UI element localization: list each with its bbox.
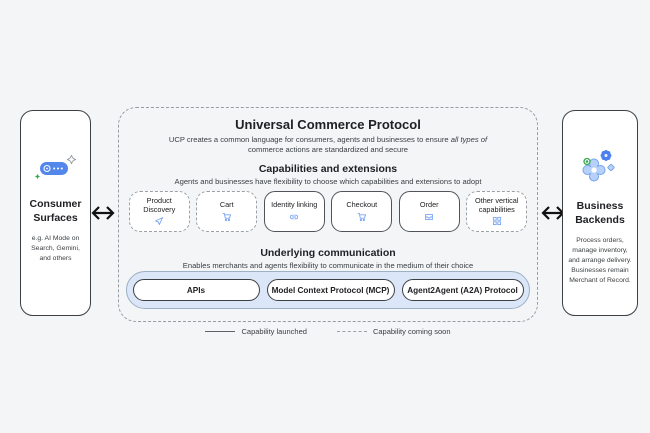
business-backends-panel: Business Backends Process orders, manage… [562, 110, 638, 316]
legend-dashed-line [336, 331, 367, 332]
business-backends-title: Business Backends [575, 200, 625, 227]
capability-identity-linking: Identity linking [263, 191, 325, 233]
gears-icon [580, 147, 620, 188]
capability-label: Product Discovery [143, 195, 176, 214]
consumer-surfaces-panel: Consumer Surfaces e.g. AI Mode on Search… [20, 110, 91, 316]
consumer-surfaces-subtitle: e.g. AI Mode on Search, Gemini, and othe… [31, 235, 80, 263]
pill-apis: APIs [132, 279, 260, 301]
ucp-subtitle-text2: commerce actions are standardized and se… [248, 145, 408, 155]
cart-icon [222, 212, 232, 222]
ucp-subtitle: UCP creates a common language for consum… [119, 135, 537, 155]
ucp-container: Universal Commerce Protocol UCP creates … [118, 107, 538, 322]
capability-label: Checkout [346, 200, 378, 210]
communication-subheading: Enables merchants and agents flexibility… [182, 261, 474, 271]
legend-coming-soon-label: Capability coming soon [372, 327, 451, 336]
grid-icon [492, 216, 502, 226]
ucp-title: Universal Commerce Protocol [235, 117, 421, 132]
legend: Capability launched Capability coming so… [118, 327, 538, 336]
ai-mode-icon [33, 153, 79, 186]
capability-other-vertical: Other vertical capabilities [466, 191, 528, 233]
pill-a2a: Agent2Agent (A2A) Protocol [401, 279, 524, 301]
consumer-surfaces-title: Consumer Surfaces [29, 198, 82, 225]
communication-band: APIs Model Context Protocol (MCP) Agent2… [126, 271, 530, 309]
capabilities-heading: Capabilities and extensions [258, 163, 398, 176]
capability-product-discovery: Product Discovery [128, 191, 190, 233]
cart-checkout-icon [357, 212, 367, 222]
legend-solid-line [205, 331, 236, 332]
capabilities-subheading: Agents and businesses have flexibility t… [174, 177, 482, 187]
legend-item-launched: Capability launched [205, 327, 307, 336]
capability-checkout: Checkout [331, 191, 393, 233]
capability-cart: Cart [196, 191, 258, 233]
double-arrow-icon [89, 202, 117, 229]
ucp-subtitle-italic: all types of [450, 135, 488, 144]
pill-label: Agent2Agent (A2A) Protocol [407, 285, 518, 295]
capability-label: Order [419, 200, 439, 210]
communication-heading: Underlying communication [260, 247, 396, 260]
pill-label: Model Context Protocol (MCP) [271, 285, 390, 295]
business-backends-subtitle: Process orders, manage inventory, and ar… [568, 237, 632, 284]
pill-label: APIs [186, 285, 206, 295]
capabilities-row: Product Discovery Cart Identity linki [119, 191, 537, 233]
ucp-subtitle-text: UCP creates a common language for consum… [168, 135, 449, 144]
capability-order: Order [398, 191, 460, 233]
capability-label: Identity linking [271, 200, 318, 210]
legend-item-coming-soon: Capability coming soon [336, 327, 451, 336]
orders-icon [424, 212, 434, 222]
capability-label: Cart [219, 200, 234, 210]
capability-label: Other vertical capabilities [475, 195, 519, 214]
link-icon [289, 212, 299, 222]
send-icon [154, 216, 164, 226]
legend-launched-label: Capability launched [241, 327, 307, 336]
pill-mcp: Model Context Protocol (MCP) [266, 279, 395, 301]
